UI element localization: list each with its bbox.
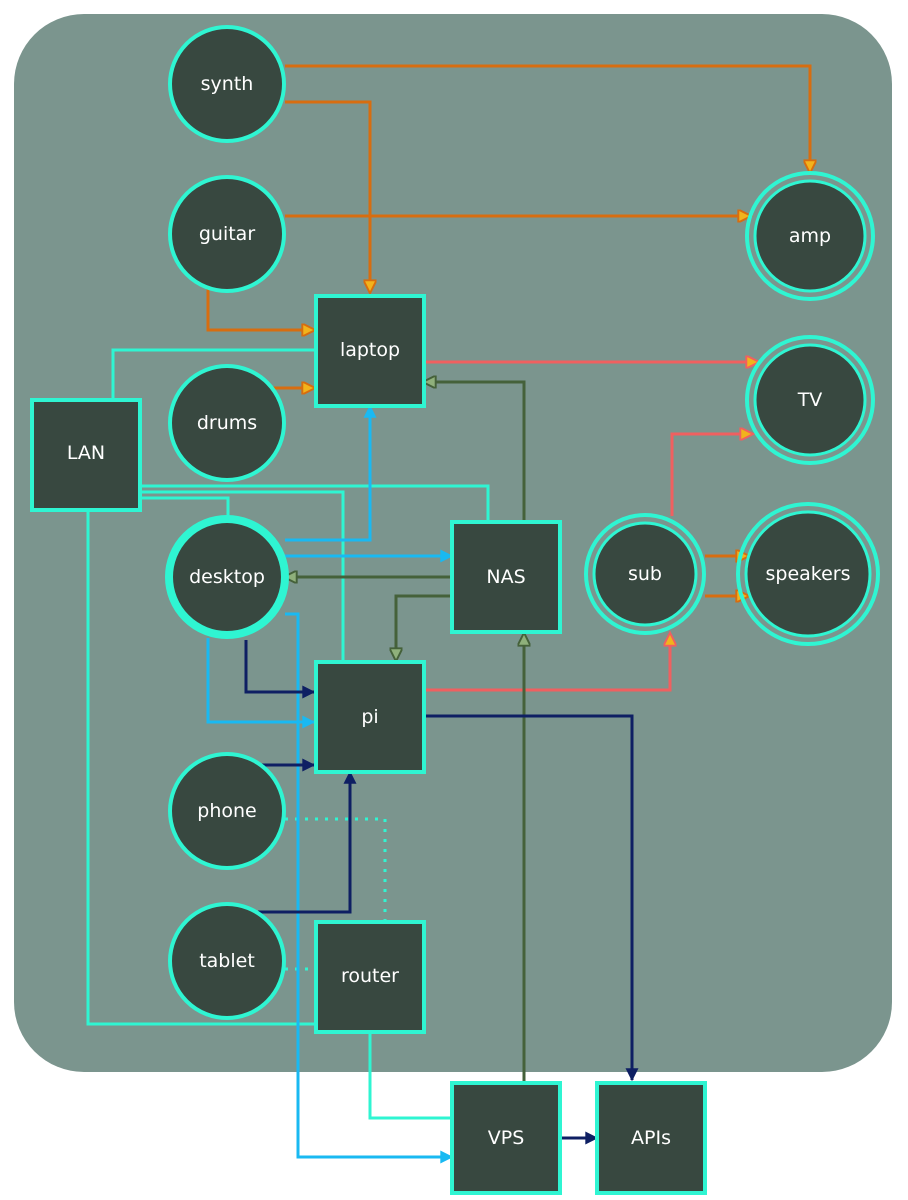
- node-desktop-shape: [165, 515, 289, 639]
- node-lan-label: LAN: [67, 442, 105, 464]
- node-tv-shape: [753, 343, 867, 457]
- node-drums-label: drums: [197, 412, 257, 434]
- edge-desktop-vps: [285, 612, 454, 1164]
- node-vps-label: VPS: [488, 1127, 525, 1149]
- node-lan[interactable]: LAN: [30, 398, 142, 512]
- node-sub-label: sub: [628, 563, 662, 585]
- node-laptop-label: laptop: [340, 339, 400, 361]
- edge-pi-apis: [426, 714, 639, 1082]
- node-vps[interactable]: VPS: [450, 1081, 562, 1195]
- node-guitar-label: guitar: [199, 223, 255, 245]
- node-pi[interactable]: pi: [314, 660, 426, 774]
- node-tv[interactable]: TV: [745, 335, 875, 465]
- edge-synth-amp: [285, 64, 810, 172]
- edge-lan-nas: [140, 484, 490, 522]
- node-nas-shape: [450, 520, 562, 634]
- node-vps-shape: [450, 1081, 562, 1195]
- node-speakers-shape: [744, 510, 872, 638]
- node-guitar-shape: [168, 175, 286, 293]
- edge-lan-desktop: [140, 496, 230, 518]
- edge-guitar-laptop: [206, 287, 314, 330]
- node-apis[interactable]: APIs: [595, 1081, 707, 1195]
- edge-nas-pi: [396, 594, 452, 660]
- node-guitar[interactable]: guitar: [168, 175, 286, 293]
- node-tv-label: TV: [797, 389, 823, 411]
- node-nas[interactable]: NAS: [450, 520, 562, 634]
- node-amp[interactable]: amp: [745, 171, 875, 301]
- edge-lan-laptop: [111, 348, 316, 398]
- node-speakers-label: speakers: [765, 563, 850, 585]
- node-drums-shape: [168, 364, 286, 482]
- node-phone-shape: [168, 752, 286, 870]
- node-amp-label: amp: [789, 225, 831, 247]
- node-sub[interactable]: sub: [584, 513, 706, 635]
- node-drums[interactable]: drums: [168, 364, 286, 482]
- node-desktop-label: desktop: [189, 566, 265, 588]
- edge-pi-sub: [426, 634, 670, 692]
- node-synth[interactable]: synth: [168, 25, 286, 143]
- node-speakers[interactable]: speakers: [736, 502, 880, 646]
- node-lan-shape: [30, 398, 142, 512]
- node-tablet[interactable]: tablet: [168, 902, 286, 1020]
- node-router[interactable]: router: [314, 920, 426, 1034]
- node-tablet-label: tablet: [199, 950, 255, 972]
- edge-lan-pi: [140, 490, 345, 662]
- node-synth-label: synth: [201, 73, 254, 95]
- node-desktop[interactable]: desktop: [165, 515, 289, 639]
- node-tv-outer-ring: [745, 335, 875, 465]
- node-pi-label: pi: [361, 706, 378, 728]
- node-synth-shape: [168, 25, 286, 143]
- edge-router-vps: [368, 1033, 452, 1120]
- node-sub-outer-ring: [584, 513, 706, 635]
- node-apis-label: APIs: [631, 1127, 671, 1149]
- node-tablet-shape: [168, 902, 286, 1020]
- edge-desktop-pi-control: [244, 640, 316, 699]
- node-nas-label: NAS: [486, 566, 525, 588]
- node-laptop-shape: [314, 294, 426, 408]
- edge-tablet-pi: [258, 770, 357, 914]
- node-amp-shape: [753, 179, 867, 293]
- node-router-shape: [314, 920, 426, 1034]
- node-speakers-outer-ring: [736, 502, 880, 646]
- node-router-label: router: [341, 965, 399, 987]
- edge-sub-tv: [670, 434, 752, 516]
- edge-desktop-laptop: [285, 404, 377, 542]
- edge-wifi-phone: [285, 817, 387, 922]
- edge-nas-laptop: [424, 382, 526, 522]
- nodes-layer: synth guitar drums desktop phone tablet …: [30, 25, 880, 1195]
- edges-layer: [86, 64, 810, 1164]
- node-amp-outer-ring: [745, 171, 875, 301]
- node-sub-shape: [592, 521, 698, 627]
- node-apis-shape: [595, 1081, 707, 1195]
- edge-lan-router: [86, 508, 316, 1026]
- node-phone-label: phone: [197, 800, 256, 822]
- node-pi-shape: [314, 660, 426, 774]
- edge-desktop-pi: [206, 638, 316, 729]
- node-laptop[interactable]: laptop: [314, 294, 426, 408]
- edge-synth-laptop: [285, 100, 370, 292]
- node-phone[interactable]: phone: [168, 752, 286, 870]
